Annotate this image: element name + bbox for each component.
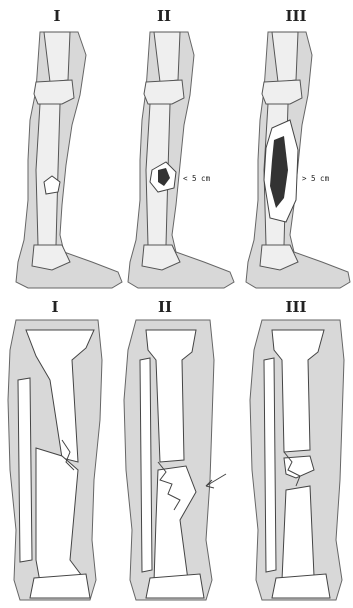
top-panel-2: II < 5 cm — [128, 7, 234, 288]
top-panel-3: III > 5 cm — [246, 7, 350, 288]
talus-b3 — [272, 574, 330, 598]
top-row-panels: I II < 5 cm III — [16, 7, 350, 288]
top-panel-1: I — [16, 7, 122, 288]
top-label-3: III — [285, 7, 306, 25]
measure-large: > 5 cm — [302, 174, 330, 183]
bottom-label-2: II — [158, 298, 172, 316]
top-label-1: I — [53, 7, 60, 25]
tibia-lower-b3 — [282, 486, 314, 580]
bottom-row-panels: I II III — [8, 298, 344, 600]
measure-small: < 5 cm — [183, 174, 211, 183]
knee-3 — [262, 80, 302, 104]
bottom-label-3: III — [285, 298, 306, 316]
tibia-1 — [36, 104, 60, 245]
knee-1 — [34, 80, 74, 104]
bottom-panel-2: II — [124, 298, 226, 600]
talus-b1 — [30, 574, 90, 598]
knee-2 — [144, 80, 184, 104]
fibula-b3 — [264, 358, 276, 572]
bottom-panel-1: I — [8, 298, 102, 600]
bottom-label-1: I — [51, 298, 58, 316]
bottom-panel-3: III — [250, 298, 344, 600]
talus-b2 — [146, 574, 204, 598]
top-label-2: II — [157, 7, 171, 25]
fibula-b1 — [18, 378, 32, 562]
fibula-b2 — [140, 358, 152, 572]
leg-outline-1 — [16, 32, 122, 288]
